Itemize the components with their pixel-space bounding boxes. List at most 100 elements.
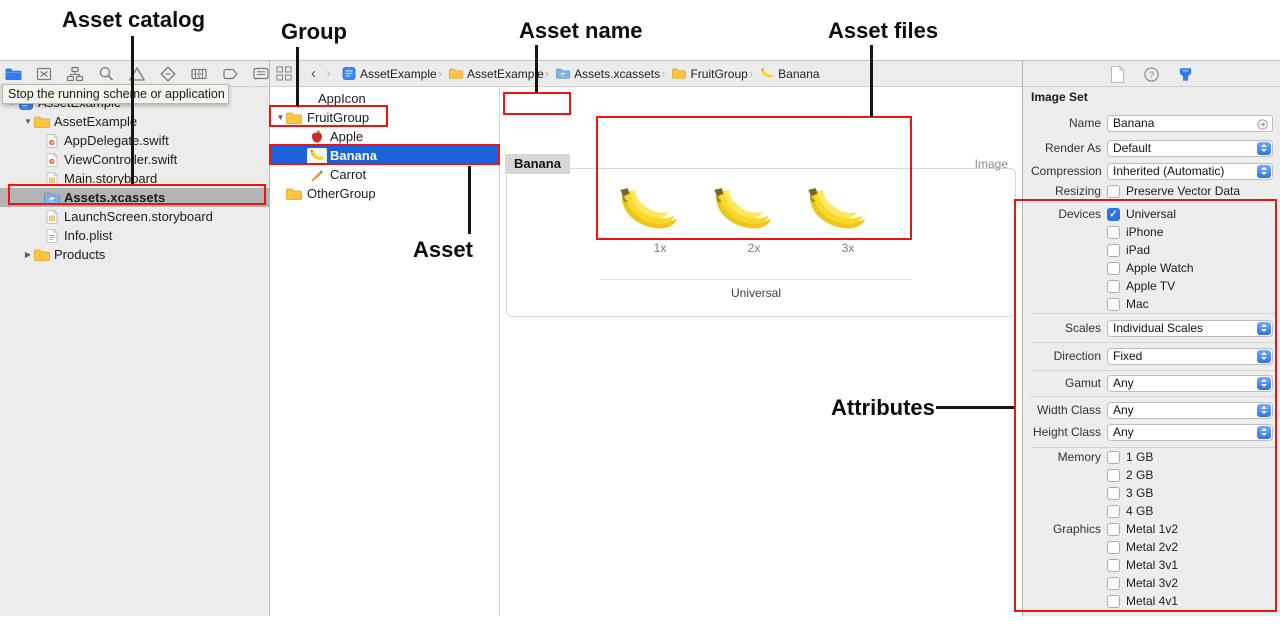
- storyboard-file-icon: [44, 210, 60, 224]
- help-inspector-tab-icon[interactable]: ?: [1143, 66, 1160, 83]
- compression-label: Compression: [1031, 164, 1102, 178]
- project-navigator: ▼ AssetExample ▼ AssetExample AppDelegat…: [0, 87, 270, 616]
- graphics-row-metal3v1: ✓ Metal 3v1: [1031, 556, 1273, 574]
- tree-row-appdelegate[interactable]: AppDelegate.swift: [0, 131, 269, 150]
- asset-row-othergroup[interactable]: OtherGroup: [270, 184, 499, 203]
- asset-row-appicon[interactable]: AppIcon: [270, 89, 499, 108]
- memory-2gb-checkbox[interactable]: ✓: [1107, 468, 1120, 482]
- file-inspector-tab-icon[interactable]: [1109, 66, 1126, 83]
- tree-row-launchscreen[interactable]: LaunchScreen.storyboard: [0, 207, 269, 226]
- disclosure-open-icon[interactable]: ▼: [276, 113, 285, 122]
- annotation-line-asset-catalog: [131, 36, 134, 184]
- breadcrumb-separator: ›: [661, 66, 666, 81]
- device-appletv-checkbox[interactable]: ✓: [1107, 279, 1120, 293]
- related-items-icon[interactable]: [276, 66, 293, 81]
- breadcrumb-asset[interactable]: Banana: [760, 67, 820, 81]
- breadcrumb-asset-catalog[interactable]: Assets.xcassets: [556, 67, 660, 81]
- device-universal-checkbox[interactable]: ✓: [1107, 207, 1120, 221]
- memory-4gb-checkbox[interactable]: ✓: [1107, 504, 1120, 518]
- breadcrumb-group-folder[interactable]: AssetExample: [449, 67, 544, 81]
- graphics-row-metal4v1: ✓ Metal 4v1: [1031, 592, 1273, 610]
- scales-select[interactable]: Individual Scales: [1107, 319, 1273, 337]
- tree-row-info-plist[interactable]: Info.plist: [0, 226, 269, 245]
- height-class-select[interactable]: Any: [1107, 423, 1273, 441]
- disclosure-closed-icon[interactable]: ▶: [24, 250, 32, 259]
- compression-select[interactable]: Inherited (Automatic): [1107, 162, 1273, 180]
- stepper-icon: [1257, 376, 1271, 390]
- breadcrumb-separator: ›: [748, 66, 754, 81]
- navigator-selector-bar: [0, 61, 270, 87]
- render-as-select[interactable]: Default: [1107, 139, 1273, 157]
- graphics-metal3v1-checkbox[interactable]: ✓: [1107, 558, 1120, 572]
- debug-navigator-icon[interactable]: [190, 65, 208, 83]
- device-applewatch-checkbox[interactable]: ✓: [1107, 261, 1120, 275]
- attributes-inspector-tab-icon[interactable]: [1177, 66, 1194, 83]
- divider: [298, 65, 299, 82]
- tree-row-viewcontroller[interactable]: ViewController.swift: [0, 150, 269, 169]
- asset-catalog-icon: [44, 191, 60, 205]
- folder-icon: [286, 111, 302, 125]
- asset-row-carrot[interactable]: Carrot: [270, 165, 499, 184]
- name-input[interactable]: Banana: [1107, 114, 1273, 132]
- scale-label-3x: 3x: [841, 241, 855, 255]
- source-control-navigator-icon[interactable]: [35, 65, 53, 83]
- resizing-row: Resizing ✓ Preserve Vector Data: [1031, 182, 1273, 200]
- preserve-vector-data-checkbox[interactable]: ✓: [1107, 184, 1120, 198]
- gamut-select[interactable]: Any: [1107, 374, 1273, 392]
- width-class-select[interactable]: Any: [1107, 401, 1273, 419]
- test-navigator-icon[interactable]: [159, 65, 177, 83]
- device-ipad-checkbox[interactable]: ✓: [1107, 243, 1120, 257]
- folder-icon: [34, 248, 50, 262]
- direction-select[interactable]: Fixed: [1107, 347, 1273, 365]
- asset-row-fruitgroup[interactable]: ▼ FruitGroup: [276, 110, 370, 125]
- graphics-metal4v1-checkbox[interactable]: ✓: [1107, 594, 1120, 608]
- report-navigator-icon[interactable]: [252, 65, 270, 83]
- jump-to-definition-icon[interactable]: [1257, 118, 1268, 130]
- graphics-metal1v2-checkbox[interactable]: ✓: [1107, 522, 1120, 536]
- tree-row-main-storyboard[interactable]: Main.storyboard: [0, 169, 269, 188]
- tree-row-group-folder[interactable]: ▼ AssetExample: [0, 112, 269, 131]
- height-class-row: Height Class Any: [1031, 423, 1273, 441]
- graphics-metal3v2-checkbox[interactable]: ✓: [1107, 576, 1120, 590]
- project-icon: [342, 67, 356, 80]
- asset-catalog-icon: [556, 67, 570, 80]
- breadcrumb-separator: ›: [437, 66, 443, 81]
- graphics-label: Graphics: [1052, 522, 1101, 536]
- tree-row-assets-xcassets[interactable]: Assets.xcassets: [0, 188, 269, 207]
- annotation-line-attributes: [936, 406, 1014, 409]
- device-mac-checkbox[interactable]: ✓: [1107, 297, 1120, 311]
- jump-bar: ‹ › AssetExample › AssetExample › Assets…: [270, 61, 1022, 87]
- image-well-3x[interactable]: 3x: [801, 187, 895, 255]
- breadcrumb-asset-group[interactable]: FruitGroup: [672, 67, 748, 81]
- device-iphone-checkbox[interactable]: ✓: [1107, 225, 1120, 239]
- graphics-metal2v2-checkbox[interactable]: ✓: [1107, 540, 1120, 554]
- back-button[interactable]: ‹: [311, 65, 316, 82]
- memory-row-2gb: ✓ 2 GB: [1031, 466, 1273, 484]
- divider: [1031, 313, 1277, 314]
- search-navigator-icon[interactable]: [97, 65, 115, 83]
- disclosure-open-icon[interactable]: ▼: [24, 117, 32, 126]
- swift-file-icon: [44, 134, 60, 148]
- project-navigator-icon[interactable]: [4, 65, 22, 83]
- memory-3gb-checkbox[interactable]: ✓: [1107, 486, 1120, 500]
- annotation-asset-files: Asset files: [828, 18, 939, 43]
- resizing-label: Resizing: [1054, 184, 1101, 198]
- annotation-asset-catalog: Asset catalog: [62, 7, 206, 32]
- asset-row-banana[interactable]: Banana: [270, 146, 499, 165]
- image-well-1x[interactable]: 1x: [613, 187, 707, 255]
- forward-button[interactable]: ›: [326, 65, 331, 82]
- idiom-label: Universal: [730, 286, 781, 300]
- devices-row-mac: ✓ Mac: [1031, 295, 1273, 313]
- asset-row-apple[interactable]: Apple: [270, 127, 499, 146]
- xcode-window: ‹ › AssetExample › AssetExample › Assets…: [0, 60, 1280, 616]
- image-well-2x[interactable]: 2x: [707, 187, 801, 255]
- banana-thumbnail-icon: [307, 147, 327, 164]
- tree-row-products[interactable]: ▶ Products: [0, 245, 269, 264]
- breakpoint-navigator-icon[interactable]: [221, 65, 239, 83]
- appicon-placeholder-icon: [297, 90, 313, 108]
- symbol-navigator-icon[interactable]: [66, 65, 84, 83]
- direction-label: Direction: [1053, 349, 1101, 363]
- graphics-row-metal3v2: ✓ Metal 3v2: [1031, 574, 1273, 592]
- breadcrumb-project[interactable]: AssetExample: [342, 67, 437, 81]
- memory-1gb-checkbox[interactable]: ✓: [1107, 450, 1120, 464]
